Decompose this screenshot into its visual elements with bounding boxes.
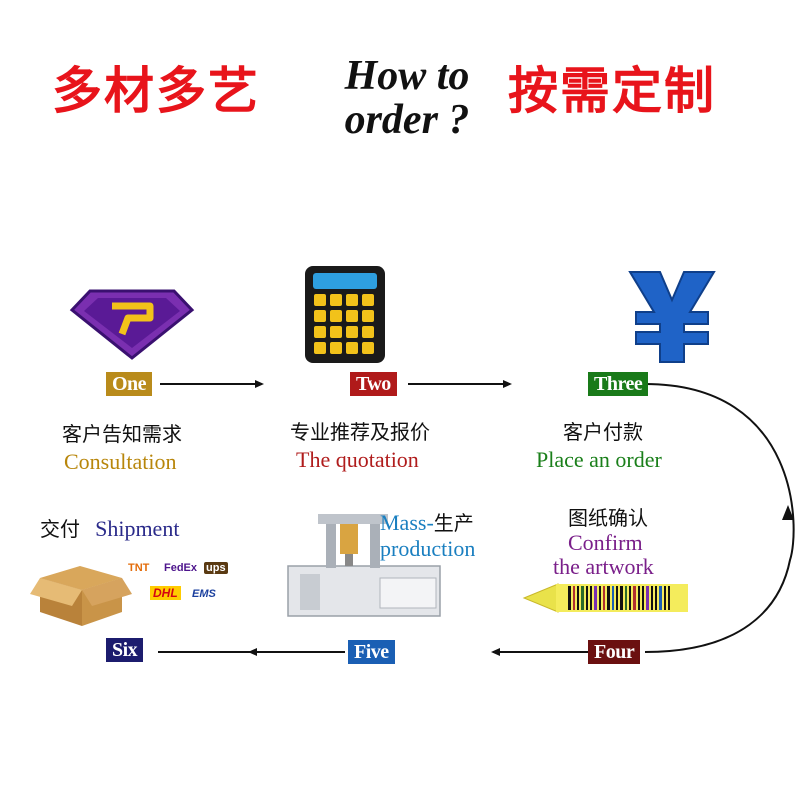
step-four-label-en-2: the artwork (553, 554, 654, 579)
carrier-tnt: TNT (128, 562, 150, 574)
step-six-badge: Six (106, 638, 144, 662)
header-left-title: 多材多艺 (52, 62, 260, 120)
header-right-title: 按需定制 (508, 62, 716, 120)
header-center-title: How to order ? (318, 54, 496, 142)
step-one-label-cn: 客户告知需求 (62, 422, 182, 446)
step-six-label: 交付 Shipment (40, 516, 179, 542)
header-center-line1: How to (344, 53, 470, 99)
step-three-badge: Three (588, 372, 649, 396)
step-five-label-en-2: production (380, 536, 476, 561)
step-four-label-cn: 图纸确认 (568, 506, 648, 530)
step-five-badge: Five (348, 640, 395, 664)
step-six-label-cn: 交付 (40, 517, 80, 541)
step-five-label-line1: Mass-生产 (380, 510, 474, 536)
step-two-label-en: The quotation (296, 447, 419, 472)
arrow-three-to-four-curve (644, 383, 795, 653)
step-five-label-cn: 生产 (433, 511, 474, 535)
step-one-badge: One (106, 372, 153, 396)
step-six-label-en: Shipment (95, 516, 180, 541)
carrier-ups: ups (204, 562, 228, 574)
step-two-label-cn: 专业推荐及报价 (290, 420, 430, 444)
step-one-label-en: Consultation (64, 449, 177, 474)
step-three-label-en: Place an order (536, 447, 662, 472)
carrier-fedex: FedEx (164, 562, 198, 574)
step-three-label-cn: 客户付款 (563, 420, 643, 444)
step-four-label-en-1: Confirm (568, 530, 643, 555)
header-center-line2: order ? (344, 97, 470, 143)
step-five-label-en-1: Mass- (380, 510, 434, 535)
carrier-logos: TNT FedEx ups DHL EMS (122, 560, 242, 616)
step-two-badge: Two (350, 372, 397, 396)
carrier-dhl: DHL (150, 586, 181, 600)
curve-arrowhead (782, 505, 794, 520)
carrier-ems: EMS (192, 588, 216, 600)
step-four-badge: Four (588, 640, 641, 664)
